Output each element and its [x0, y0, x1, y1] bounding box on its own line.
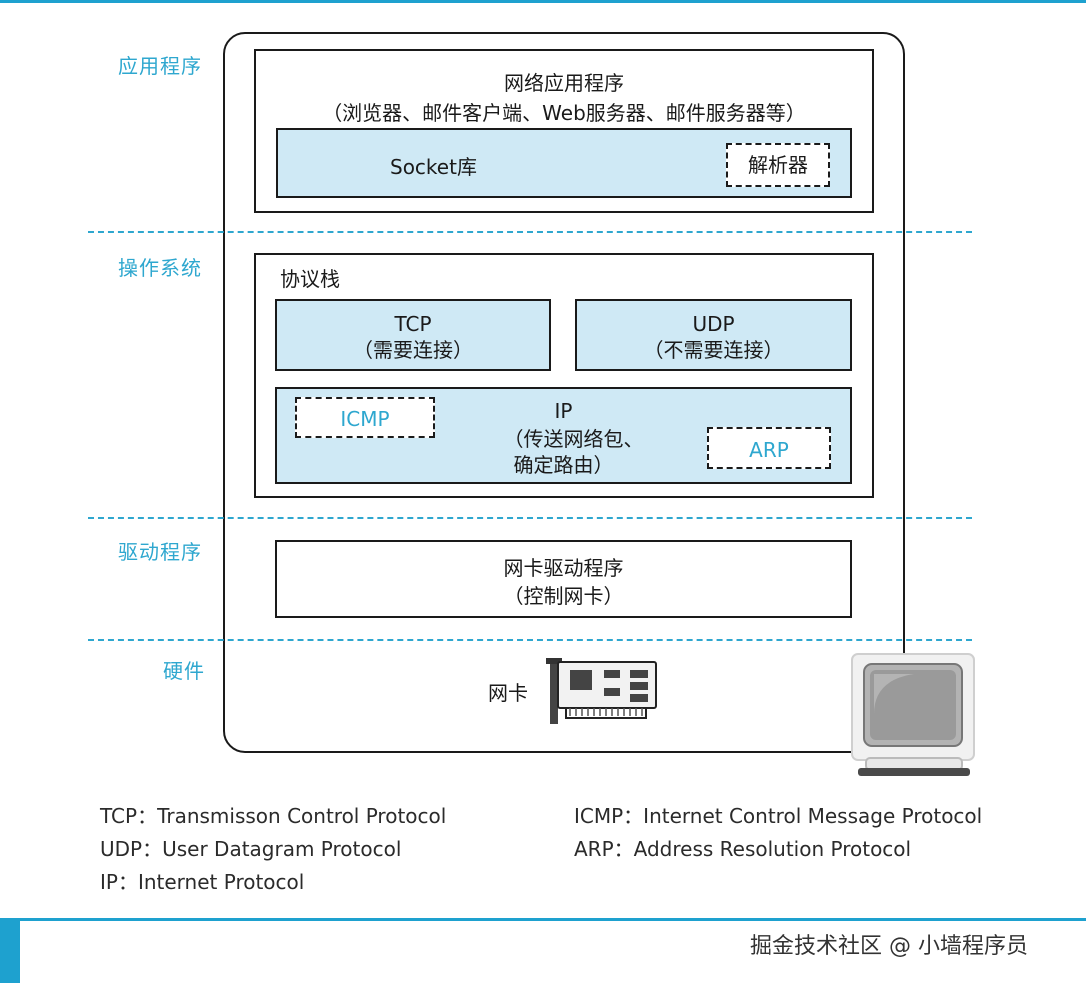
app-title: 网络应用程序 [504, 71, 624, 95]
udp-desc: （不需要连接） [643, 338, 784, 362]
nic-label: 网卡 [488, 681, 528, 705]
watermark: 掘金技术社区 @ 小墙程序员 [750, 934, 1028, 959]
legend-ip: IP：Internet Protocol [100, 870, 305, 894]
legend-icmp: ICMP：Internet Control Message Protocol [574, 804, 983, 828]
separator-os-driver [88, 517, 972, 519]
nic-driver-box: 网卡驱动程序 （控制网卡） [275, 540, 852, 618]
tcp-desc: （需要连接） [353, 338, 473, 362]
resolver-box: 解析器 [726, 143, 830, 187]
udp-name: UDP [692, 312, 735, 336]
icmp-box: ICMP [295, 397, 435, 438]
udp-box: UDP （不需要连接） [575, 299, 852, 371]
network-card-icon [546, 658, 657, 724]
layer-label-driver: 驱动程序 [118, 540, 202, 564]
ip-name: IP [554, 399, 573, 423]
app-subtitle: （浏览器、邮件客户端、Web服务器、邮件服务器等） [322, 101, 806, 125]
layer-label-os: 操作系统 [118, 256, 202, 280]
bottom-rule [0, 918, 1086, 921]
resolver-label: 解析器 [748, 153, 808, 177]
driver-subtitle: （控制网卡） [503, 584, 624, 608]
separator-app-os [88, 231, 972, 233]
arp-label: ARP [749, 438, 789, 462]
layer-label-hardware: 硬件 [163, 659, 205, 683]
top-rule [0, 0, 1086, 3]
legend-tcp: TCP：Transmisson Control Protocol [100, 804, 447, 828]
tcp-box: TCP （需要连接） [275, 299, 551, 371]
ip-desc-line1: （传送网络包、 [503, 427, 644, 451]
protocol-stack-title: 协议栈 [280, 267, 340, 291]
bottom-accent-block [0, 918, 20, 983]
legend-udp: UDP：User Datagram Protocol [100, 837, 402, 861]
driver-title: 网卡驱动程序 [503, 556, 624, 580]
icmp-label: ICMP [340, 407, 390, 431]
arp-box: ARP [707, 427, 831, 469]
tcp-name: TCP [394, 312, 432, 336]
socket-label: Socket库 [390, 155, 477, 179]
legend-arp: ARP：Address Resolution Protocol [574, 837, 912, 861]
monitor-icon [851, 653, 975, 776]
separator-driver-hardware [88, 639, 972, 641]
layer-label-application: 应用程序 [118, 54, 202, 78]
ip-desc-line2: 确定路由） [513, 453, 614, 477]
